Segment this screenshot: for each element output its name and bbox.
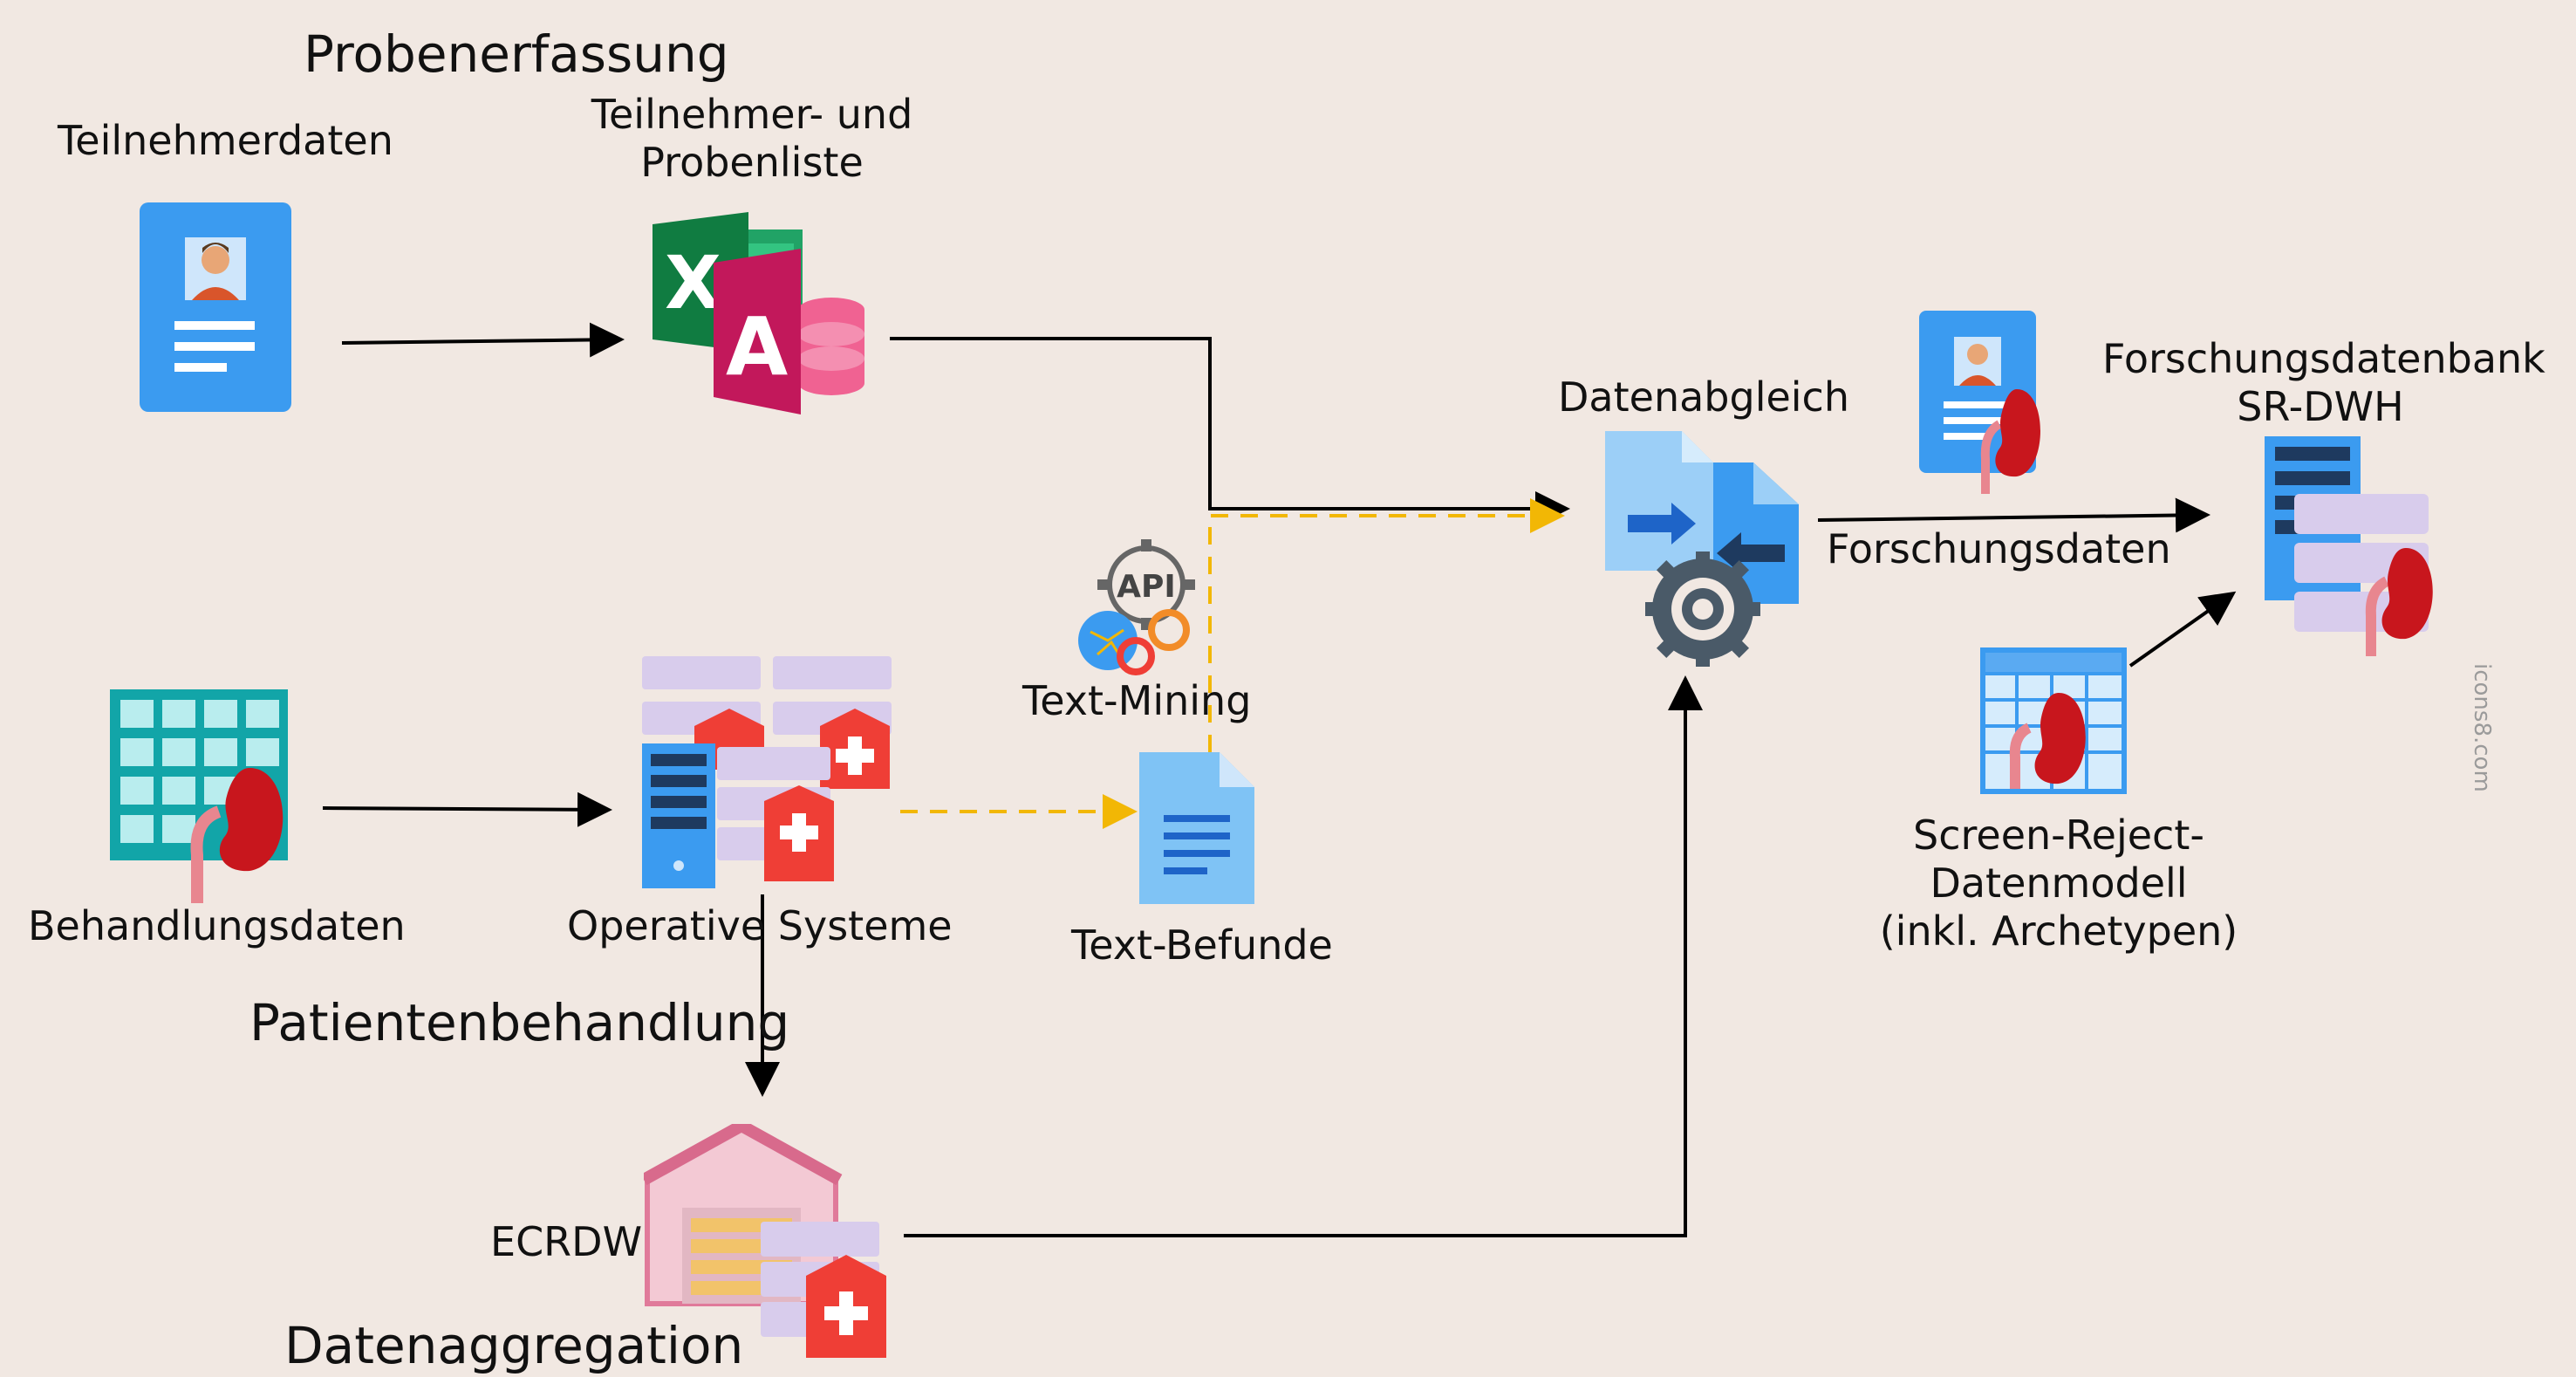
arrow-teilnehmer-to-liste	[341, 322, 625, 358]
arrow-behandlung-to-operative	[322, 791, 612, 827]
label-srm-line2: Datenmodell	[1930, 860, 2188, 908]
research-data-id-kidney-icon	[1919, 311, 2040, 494]
access-letter: A	[726, 300, 788, 394]
label-liste-line1: Teilnehmer- und	[591, 91, 913, 138]
label-forschungsdaten: Forschungsdaten	[1827, 525, 2171, 572]
api-text: API	[1117, 569, 1176, 605]
label-ecrdw: ECRDW	[490, 1218, 643, 1265]
label-text-mining: Text-Mining	[1022, 677, 1252, 724]
arrow-ecrdw-to-datenabgleich	[904, 675, 1703, 1237]
ecrdw-warehouse-icon	[644, 1124, 886, 1358]
id-card-icon	[140, 202, 291, 412]
research-database-server-icon	[2265, 436, 2433, 656]
label-behandlungsdaten: Behandlungsdaten	[28, 902, 406, 949]
screen-reject-model-icon	[1980, 647, 2127, 794]
text-mining-api-icon: API	[1078, 539, 1195, 675]
dashed-befunde-to-abgleich	[1208, 498, 1565, 752]
label-operative-systeme: Operative Systeme	[567, 902, 953, 949]
treatment-table-kidney-icon	[110, 689, 288, 903]
label-teilnehmer-probenliste: Teilnehmer- und Probenliste	[586, 91, 918, 187]
data-matching-icon	[1605, 431, 1799, 667]
label-datenabgleich: Datenabgleich	[1558, 373, 1849, 421]
label-text-befunde: Text-Befunde	[1071, 921, 1333, 969]
section-probenerfassung: Probenerfassung	[304, 24, 729, 84]
text-report-document-icon	[1139, 752, 1254, 904]
arrow-abgleich-to-fdb	[1817, 497, 2210, 533]
watermark-icons8: icons8.com	[2469, 663, 2495, 792]
label-liste-line2: Probenliste	[640, 139, 864, 187]
label-srm-line1: Screen-Reject-	[1913, 812, 2204, 859]
label-fdb-line2: SR-DWH	[2237, 383, 2404, 431]
operative-systems-icon	[642, 656, 892, 888]
label-fdb-line1: Forschungsdatenbank	[2102, 335, 2545, 382]
excel-letter: X	[665, 240, 721, 325]
label-forschungsdatenbank: Forschungsdatenbank SR-DWH	[2102, 335, 2545, 431]
section-patientenbehandlung: Patientenbehandlung	[249, 993, 790, 1052]
label-teilnehmerdaten: Teilnehmerdaten	[58, 117, 393, 164]
spreadsheet-database-icon: X A	[653, 212, 864, 414]
label-screen-reject-model: Screen-Reject- Datenmodell (inkl. Archet…	[1858, 812, 2259, 956]
section-datenaggregation: Datenaggregation	[284, 1316, 744, 1375]
arrow-srm-to-fdb	[2128, 591, 2237, 668]
label-srm-line3: (inkl. Archetypen)	[1879, 908, 2238, 956]
arrow-liste-to-datenabgleich	[890, 337, 1570, 526]
